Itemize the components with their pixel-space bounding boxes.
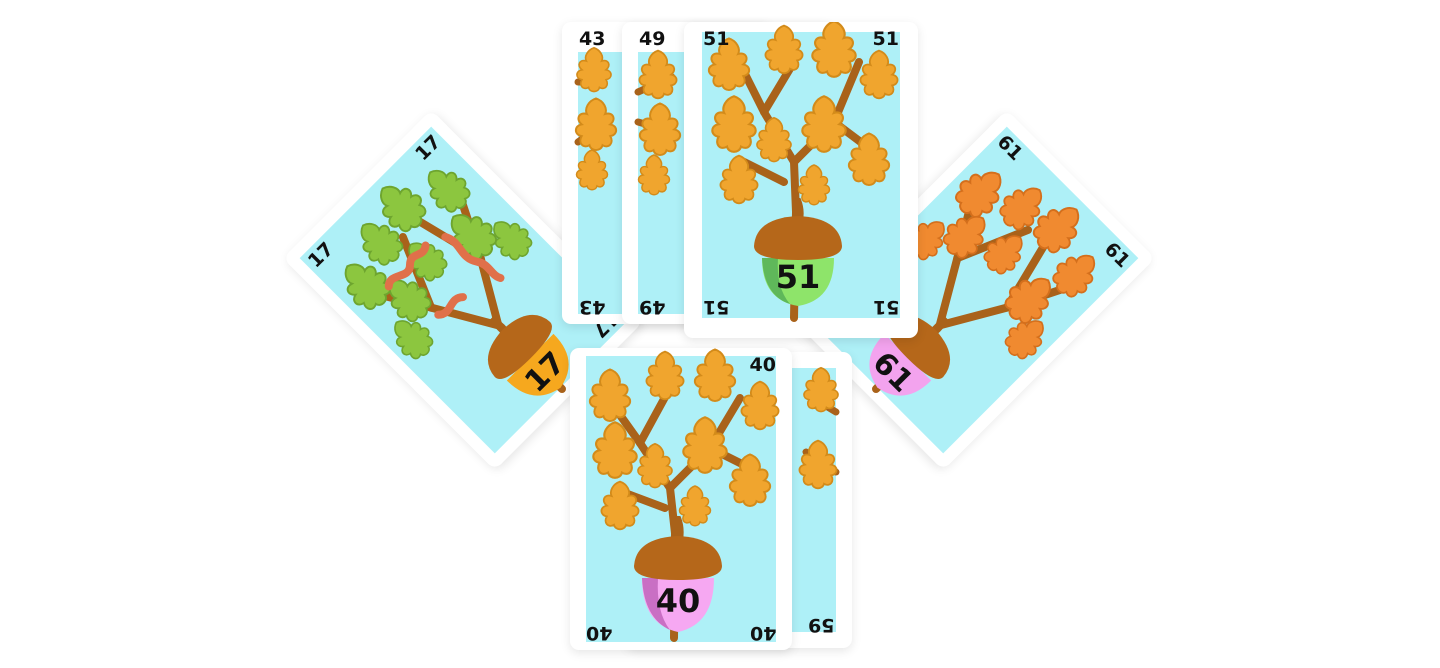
card-61[interactable]: 61 61 61 61 (794, 109, 1156, 471)
card-17[interactable]: 17 17 17 17 (282, 109, 644, 471)
corner-value-top-right: 40 (749, 354, 776, 376)
card-40[interactable]: 40 40 40 40 (570, 348, 792, 650)
acorn-icon: 51 (754, 198, 842, 306)
corner-value-top-left: 43 (579, 28, 606, 50)
corner-value-bottom-left: 49 (639, 296, 666, 318)
acorn-icon: 17 (487, 314, 573, 400)
corner-value-bottom-left: 51 (703, 296, 730, 318)
corner-value-bottom-left: 40 (586, 622, 613, 644)
acorn-value: 51 (776, 258, 821, 296)
corner-value-bottom-right: 40 (749, 622, 776, 644)
corner-value-bottom-right: 59 (807, 614, 834, 636)
acorn-value: 40 (656, 582, 701, 620)
corner-value-top-left: 51 (703, 28, 730, 50)
corner-value-top-left: 49 (639, 28, 666, 50)
worm-icon (384, 232, 505, 319)
corner-value-bottom-left: 43 (579, 296, 606, 318)
corner-value-bottom-right: 51 (872, 296, 899, 318)
corner-value-top-right: 51 (872, 28, 899, 50)
acorn-icon: 40 (634, 516, 722, 632)
card-51[interactable]: 51 51 51 51 51 (684, 22, 918, 338)
